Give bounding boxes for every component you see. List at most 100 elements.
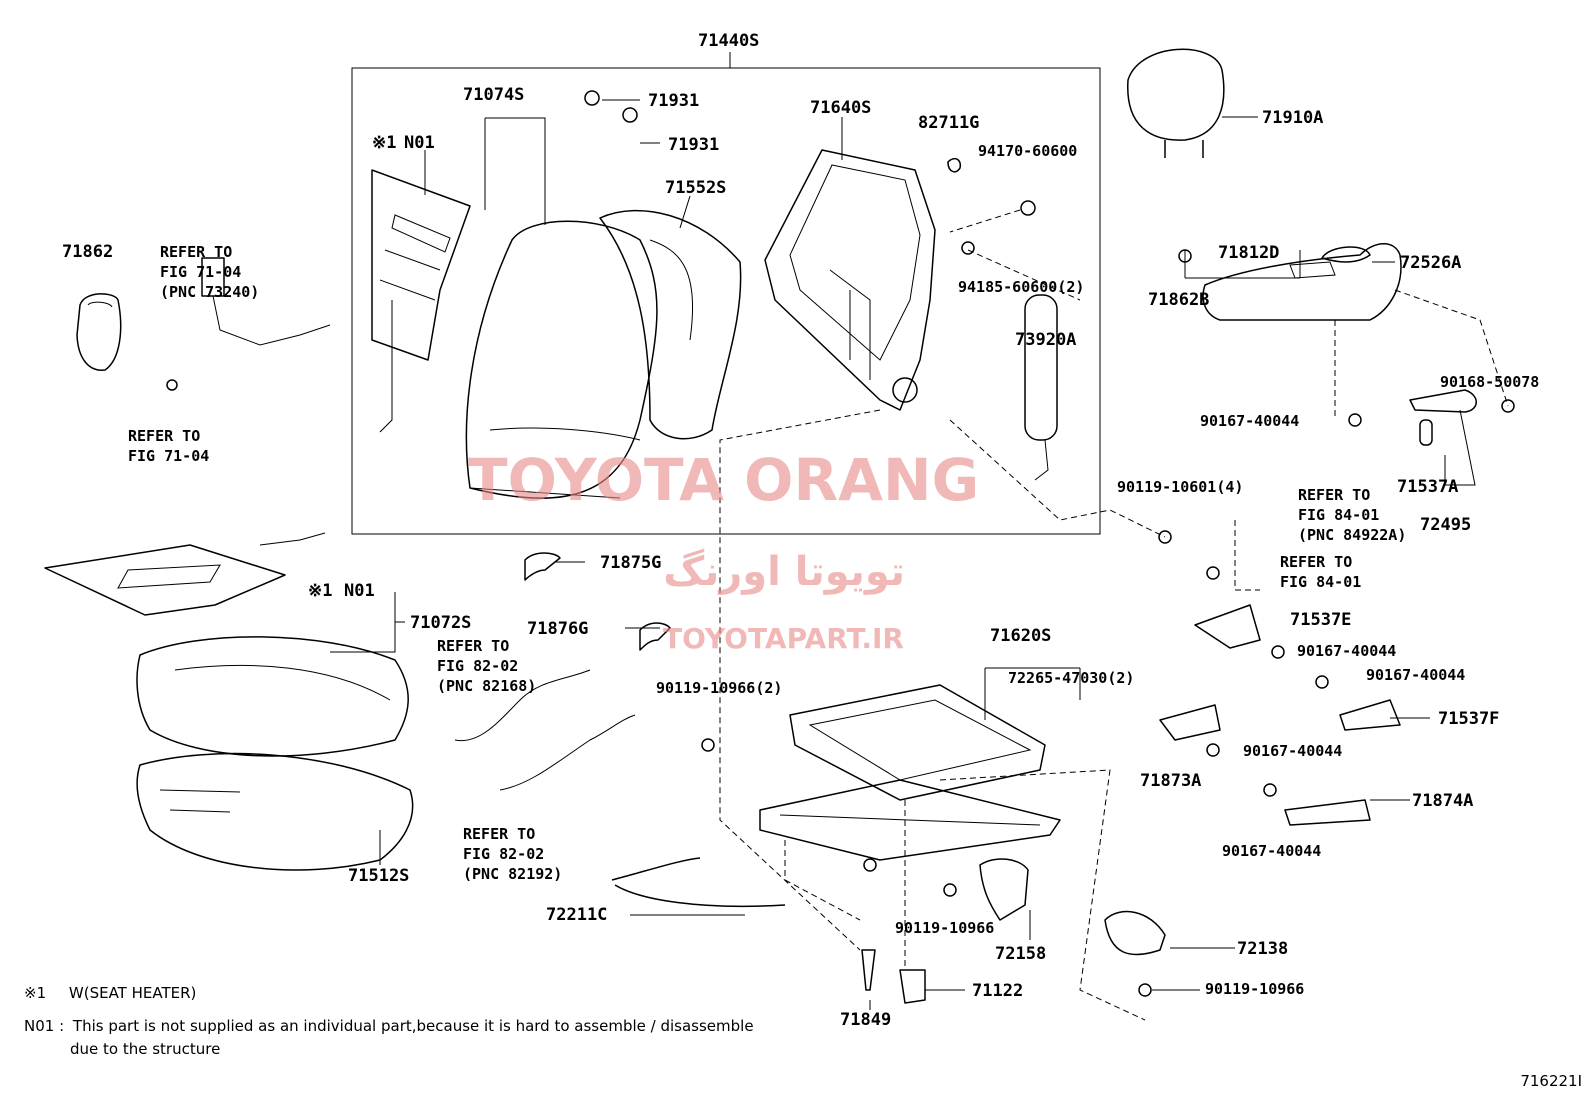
label-71537a: 71537A (1397, 477, 1458, 497)
footnote-2-text: This part is not supplied as an individu… (72, 1017, 754, 1035)
cover-72158 (979, 858, 1029, 921)
label-71537e: 71537E (1290, 610, 1351, 630)
side-airbag (1024, 294, 1058, 481)
refer-note-5: REFER TO FIG 82-02 (PNC 82168) (437, 637, 536, 695)
label-71537f: 71537F (1438, 709, 1499, 729)
label-90167-d: 90167-40044 (1243, 742, 1342, 760)
refer-note-3: REFER TO FIG 84-01 (PNC 84922A) (1298, 486, 1406, 544)
headrest (1127, 48, 1225, 158)
footnote-n01: N01 : This part is not supplied as an in… (24, 1017, 824, 1035)
label-72526a: 72526A (1400, 253, 1461, 273)
label-71122: 71122 (972, 981, 1023, 1001)
refer-note-3-line-1: REFER TO (1298, 486, 1370, 504)
footnote-seat-heater: ※1 W(SEAT HEATER) (24, 984, 196, 1002)
footnote-1-mark: ※1 (24, 984, 47, 1002)
label-71875g: 71875G (600, 553, 661, 573)
bracket-71873a (1159, 704, 1221, 741)
seatback-heater-sheet (371, 169, 471, 433)
refer-note-4-line-1: REFER TO (1280, 553, 1352, 571)
clip-71875g (524, 552, 561, 581)
cover-ring (76, 293, 122, 371)
refer-note-1-line-2: FIG 71-04 (160, 263, 241, 281)
refer-note-6-line-3: (PNC 82192) (463, 865, 562, 883)
label-71862: 71862 (62, 242, 113, 262)
part-labels: 71440S 71074S 71931 71931 71640S 82711G … (62, 31, 1539, 1030)
bracket-71537f (1339, 699, 1401, 731)
label-n01-code-a: N01 (404, 133, 435, 153)
footnote-2-mark: N01 : (24, 1017, 65, 1035)
cushion-heater-sheet (44, 532, 326, 616)
label-94170: 94170-60600 (978, 142, 1077, 160)
clip-71122 (899, 969, 926, 1004)
label-n01-mark-b: ※1 (308, 581, 332, 601)
label-71876g: 71876G (527, 619, 588, 639)
label-90167-c: 90167-40044 (1366, 666, 1465, 684)
label-71512s: 71512S (348, 866, 409, 886)
label-73920a: 73920A (1015, 330, 1076, 350)
label-90168: 90168-50078 (1440, 373, 1539, 391)
wire-harness-1 (454, 669, 636, 791)
refer-note-6-line-1: REFER TO (463, 825, 535, 843)
seat-belt-buckle (166, 257, 331, 391)
bolts (584, 90, 1515, 997)
bracket-71874a (1284, 799, 1371, 826)
label-71931-b: 71931 (668, 135, 719, 155)
refer-note-3-line-2: FIG 84-01 (1298, 506, 1379, 524)
label-71910a: 71910A (1262, 108, 1323, 128)
label-94185: 94185-60600(2) (958, 278, 1084, 296)
label-71812d: 71812D (1218, 243, 1279, 263)
seat-side-shield (1202, 243, 1402, 321)
refer-note-6-line-2: FIG 82-02 (463, 845, 544, 863)
footnote-2-text-2: due to the structure (70, 1040, 221, 1058)
leader-lines (330, 99, 1476, 1010)
footnote-n01-cont: due to the structure (70, 1040, 220, 1058)
label-n01-code-b: N01 (344, 581, 375, 601)
label-90167-b: 90167-40044 (1297, 642, 1396, 660)
refer-note-3-line-3: (PNC 84922A) (1298, 526, 1406, 544)
refer-note-1-line-1: REFER TO (160, 243, 232, 261)
pin-71849 (861, 949, 876, 991)
label-71620s: 71620S (990, 626, 1051, 646)
refer-note-4-line-2: FIG 84-01 (1280, 573, 1361, 591)
dashed-leaders (719, 209, 1509, 1021)
label-90167-a: 90167-40044 (1200, 412, 1299, 430)
label-72138: 72138 (1237, 939, 1288, 959)
watermark-persian: تویوتا اورنگ (663, 548, 905, 595)
watermark-site: TOYOTAPART.IR (663, 622, 904, 655)
label-90119-10966-2: 90119-10966(2) (656, 679, 782, 697)
label-72495: 72495 (1420, 515, 1471, 535)
recliner-lever (1321, 246, 1371, 263)
label-71440s: 71440S (698, 31, 759, 51)
trim-wire (611, 857, 786, 908)
label-71640s: 71640S (810, 98, 871, 118)
refer-note-1: REFER TO FIG 71-04 (PNC 73240) (160, 243, 259, 301)
label-90119-10966-b: 90119-10966 (1205, 980, 1304, 998)
footnote-1-text: W(SEAT HEATER) (68, 984, 197, 1002)
label-90119-10601: 90119-10601(4) (1117, 478, 1243, 496)
label-71862b: 71862B (1148, 290, 1209, 310)
bracket-71537e (1194, 604, 1261, 649)
label-71849: 71849 (840, 1010, 891, 1030)
figure-id: 716221I (1520, 1072, 1582, 1090)
label-n01-mark-a: ※1 (372, 133, 396, 153)
refer-note-5-line-2: FIG 82-02 (437, 657, 518, 675)
label-72211c: 72211C (546, 905, 607, 925)
label-71931-a: 71931 (648, 91, 699, 111)
refer-note-2: REFER TO FIG 71-04 (128, 427, 209, 465)
cover-72138 (1104, 910, 1166, 956)
watermark-latin: TOYOTA ORANG (468, 446, 979, 514)
label-71072s: 71072S (410, 613, 471, 633)
label-90167-e: 90167-40044 (1222, 842, 1321, 860)
seatback-assembly-box (351, 67, 1101, 535)
seat-adjuster (759, 684, 1061, 872)
label-72158: 72158 (995, 944, 1046, 964)
refer-note-4: REFER TO FIG 84-01 (1280, 553, 1361, 591)
refer-note-2-line-1: REFER TO (128, 427, 200, 445)
cushion-cover (136, 636, 409, 757)
refer-note-5-line-3: (PNC 82168) (437, 677, 536, 695)
label-72265: 72265-47030(2) (1008, 669, 1134, 687)
seatback-cover (465, 220, 658, 499)
label-90119-10966-a: 90119-10966 (895, 919, 994, 937)
refer-note-2-line-2: FIG 71-04 (128, 447, 209, 465)
